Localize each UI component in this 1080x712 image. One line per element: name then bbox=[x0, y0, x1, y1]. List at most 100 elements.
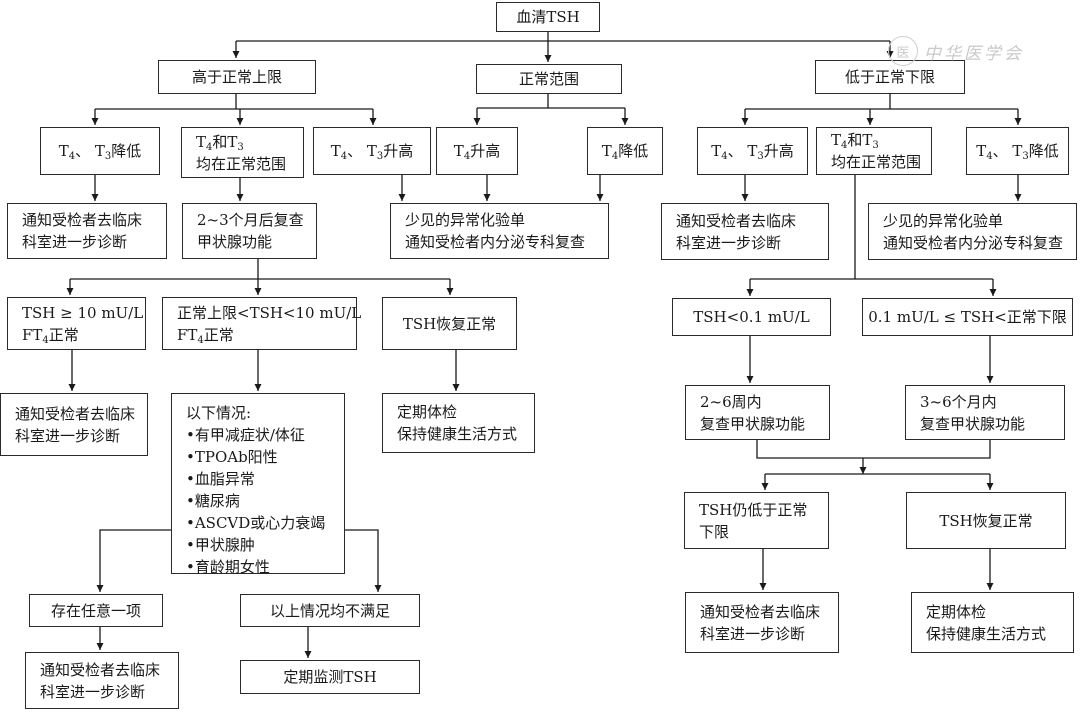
node-refer-clinic-d: 通知受检者去临床科室进一步诊断 bbox=[25, 652, 179, 709]
node-line: TSH仍低于正常 bbox=[699, 500, 808, 519]
node-tsh-upper-to-10: 正常上限<TSH<10 mU/L FT4正常 bbox=[162, 297, 361, 350]
connector bbox=[96, 529, 171, 592]
node-line: 均在正常范围 bbox=[831, 153, 922, 171]
text-segment: 升高 bbox=[383, 142, 414, 160]
node-line: 通知受检者去临床 bbox=[22, 211, 143, 229]
node-line: •ASCVD或心力衰竭 bbox=[186, 514, 326, 532]
subscript: 3 bbox=[757, 151, 764, 162]
node-line: 正常上限<TSH<10 mU/L bbox=[177, 302, 361, 324]
subscript: 4 bbox=[611, 151, 619, 162]
text-segment: 升高 bbox=[763, 142, 794, 160]
node-above-upper-limit: 高于正常上限 bbox=[158, 60, 316, 94]
node-refer-clinic-b: 通知受检者去临床科室进一步诊断 bbox=[661, 203, 829, 260]
node-line: 保持健康生活方式 bbox=[926, 624, 1047, 643]
node-line: FT4正常 bbox=[22, 324, 79, 346]
node-line: 通知受检者去临床 bbox=[700, 602, 821, 621]
text-segment: 、 T bbox=[727, 142, 758, 160]
node-line: 科室进一步诊断 bbox=[40, 682, 146, 701]
node-line: 0.1 mU/L ≤ TSH<正常下限 bbox=[868, 308, 1067, 326]
node-line: •有甲减症状/体征 bbox=[186, 426, 305, 444]
node-line: T4、 T3降低 bbox=[976, 140, 1059, 162]
node-high-t4t3-high: T4、 T3升高 bbox=[313, 127, 431, 175]
node-line: 复查甲状腺功能 bbox=[920, 414, 1026, 433]
node-line: TSH<0.1 mU/L bbox=[693, 308, 810, 326]
node-periodic-checkup-left: 定期体检保持健康生活方式 bbox=[382, 393, 535, 453]
node-monitor-tsh: 定期监测TSH bbox=[240, 660, 420, 694]
node-line: 正常范围 bbox=[518, 70, 579, 88]
text-segment: 和T bbox=[212, 132, 238, 151]
subscript: 4 bbox=[841, 140, 848, 151]
node-below-lower-limit: 低于正常下限 bbox=[815, 60, 965, 94]
subscript: 3 bbox=[872, 140, 879, 151]
node-line: 通知受检者内分泌专科复查 bbox=[405, 233, 586, 251]
text-segment: T bbox=[601, 142, 612, 160]
node-line: TSH ≥ 10 mU/L bbox=[22, 302, 143, 324]
text-segment: 、 T bbox=[992, 142, 1023, 160]
node-any-condition-present: 存在任意一项 bbox=[29, 594, 163, 627]
node-tsh-ge-10: TSH ≥ 10 mU/L FT4正常 bbox=[7, 297, 146, 350]
node-line: 通知受检者内分泌专科复查 bbox=[883, 233, 1064, 252]
node-line: T4降低 bbox=[602, 140, 648, 162]
watermark-logo-icon: 医 bbox=[888, 36, 918, 66]
node-refer-clinic-a: 通知受检者去临床科室进一步诊断 bbox=[7, 203, 167, 259]
node-line: 存在任意一项 bbox=[50, 601, 141, 620]
text-segment: 升高 bbox=[470, 142, 501, 160]
node-line: T4、 T3升高 bbox=[711, 140, 794, 162]
node-line: •TPOAb阳性 bbox=[186, 448, 278, 466]
node-line: 少见的异常化验单 bbox=[405, 211, 526, 229]
connector bbox=[756, 440, 991, 459]
node-conditions-list: 以下情况:•有甲减症状/体征•TPOAb阳性•血脂异常•糖尿病•ASCVD或心力… bbox=[171, 393, 345, 576]
node-line: •糖尿病 bbox=[186, 492, 240, 510]
node-line: 血清TSH bbox=[516, 8, 580, 26]
node-rare-abnormal-right: 少见的异常化验单通知受检者内分泌专科复查 bbox=[868, 203, 1077, 260]
subscript: 4 bbox=[197, 334, 204, 346]
node-line: •育龄期女性 bbox=[186, 558, 270, 576]
node-line: 通知受检者去临床 bbox=[676, 211, 797, 230]
node-line: 均在正常范围 bbox=[196, 154, 287, 173]
node-line: 少见的异常化验单 bbox=[883, 211, 1004, 230]
node-line: TSH恢复正常 bbox=[939, 511, 1033, 530]
node-recheck-2-6-weeks: 2~6周内复查甲状腺功能 bbox=[685, 385, 830, 440]
node-line: 甲状腺功能 bbox=[197, 233, 273, 251]
node-line: T4、 T3升高 bbox=[331, 140, 414, 162]
text-segment: TSH ≥ 10 mU/L bbox=[22, 303, 144, 322]
text-segment: 、 T bbox=[75, 142, 105, 160]
node-recheck-2-3-months: 2~3个月后复查甲状腺功能 bbox=[182, 203, 317, 259]
subscript: 4 bbox=[340, 151, 348, 162]
node-line: T4和T3 bbox=[831, 129, 879, 151]
node-line: 下限 bbox=[699, 522, 730, 541]
node-line: •甲状腺肿 bbox=[186, 536, 255, 554]
node-rare-abnormal-center: 少见的异常化验单通知受检者内分泌专科复查 bbox=[390, 203, 609, 259]
node-line: 定期体检 bbox=[397, 403, 458, 421]
subscript: 3 bbox=[376, 151, 384, 162]
text-segment: 正常上限<TSH<10 mU/L bbox=[177, 303, 362, 322]
subscript: 4 bbox=[42, 334, 49, 346]
node-low-t4t3-low: T4、 T3降低 bbox=[966, 127, 1069, 175]
subscript: 3 bbox=[1022, 151, 1029, 162]
node-line: TSH恢复正常 bbox=[402, 314, 497, 333]
node-tsh-recovered-right: TSH恢复正常 bbox=[906, 492, 1066, 549]
node-normal-t4-low: T4降低 bbox=[587, 127, 663, 175]
text-segment: T bbox=[196, 132, 207, 151]
text-segment: 、 T bbox=[347, 142, 377, 160]
subscript: 4 bbox=[68, 151, 76, 162]
node-line: 2~3个月后复查 bbox=[197, 211, 304, 229]
text-segment: T bbox=[976, 142, 987, 160]
node-line: FT4正常 bbox=[177, 324, 234, 346]
node-tsh-lt-0-1: TSH<0.1 mU/L bbox=[672, 298, 831, 336]
node-high-t4t3-low: T4、 T3降低 bbox=[40, 127, 160, 175]
text-segment: T bbox=[831, 131, 842, 149]
subscript: 4 bbox=[206, 141, 213, 153]
node-line: T4升高 bbox=[454, 140, 500, 162]
node-line: 定期体检 bbox=[926, 602, 987, 621]
connector bbox=[345, 529, 382, 592]
node-line: 2~6周内 bbox=[700, 392, 762, 411]
text-segment: 降低 bbox=[618, 142, 649, 160]
node-line: 通知受检者去临床 bbox=[40, 660, 161, 679]
text-segment: T bbox=[58, 142, 69, 160]
text-segment: T bbox=[453, 142, 464, 160]
subscript: 4 bbox=[721, 151, 728, 162]
node-line: 3~6个月内 bbox=[920, 392, 997, 411]
